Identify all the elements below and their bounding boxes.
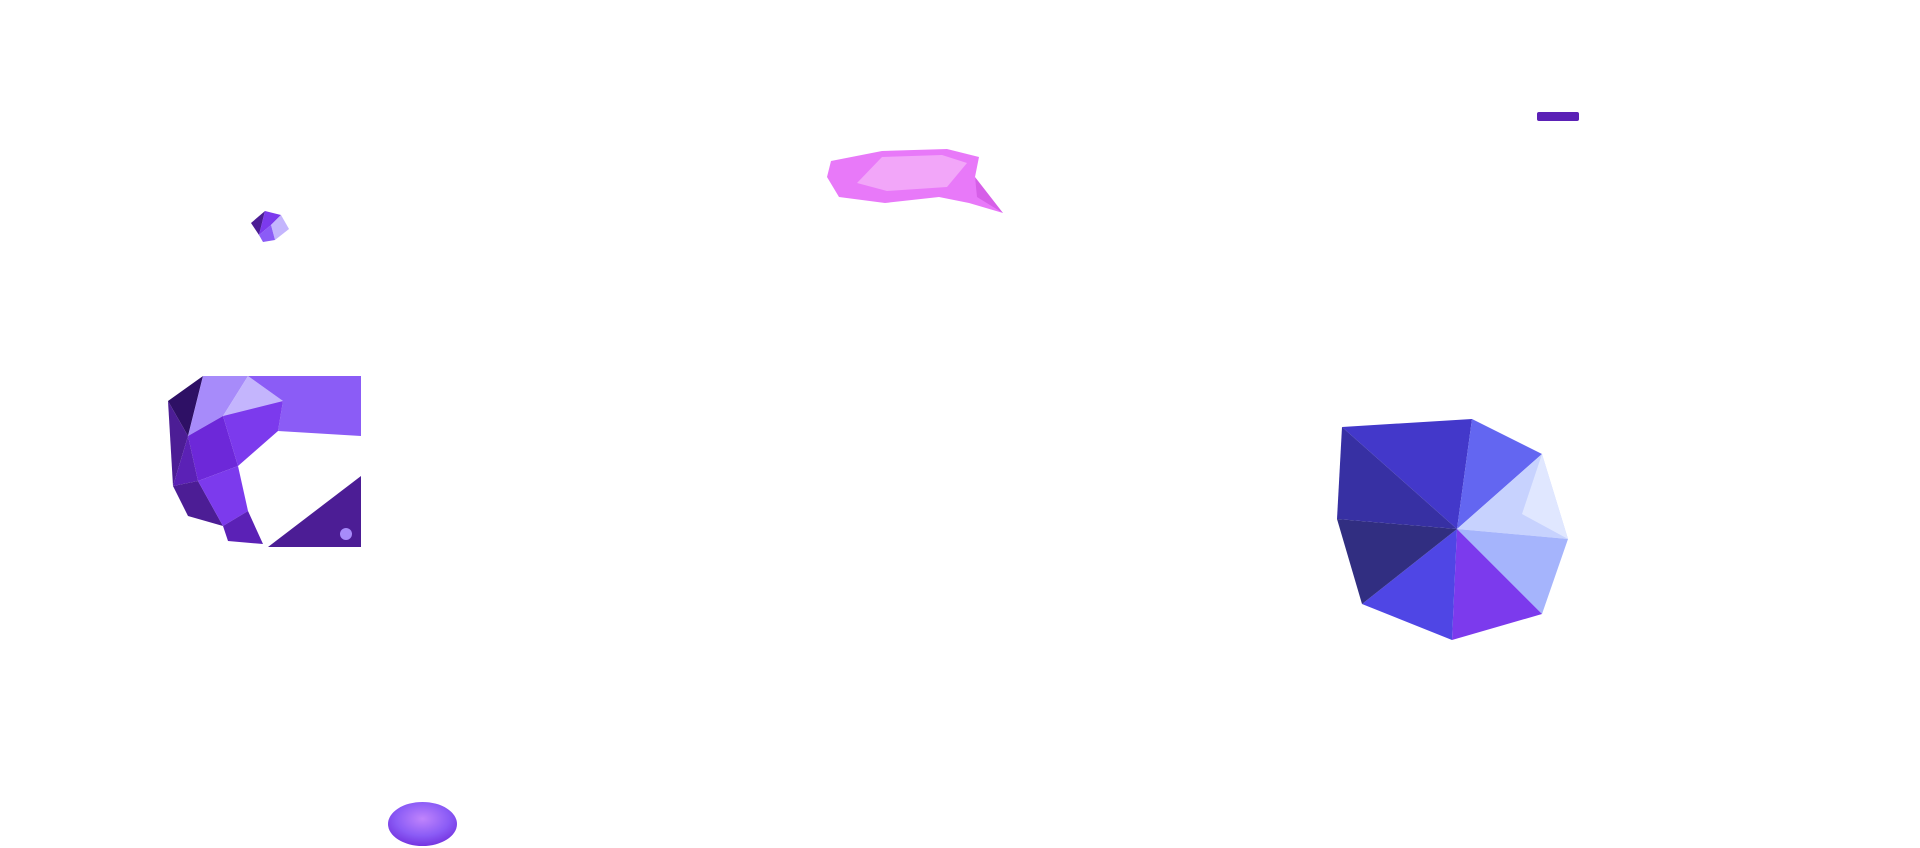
gem-corner-triangle (268, 476, 361, 547)
gem-facet (173, 481, 223, 526)
gem-facet (259, 225, 275, 242)
gem-facet (188, 376, 248, 436)
gem-facet (173, 436, 198, 486)
poly-facet (1342, 419, 1472, 529)
orb-ellipse (388, 802, 457, 846)
gem-facet (223, 376, 283, 416)
splash-tail-shade (975, 177, 1003, 213)
gem-dot (340, 528, 352, 540)
dash-rect (1537, 112, 1579, 121)
gem-flat-panel (248, 376, 361, 436)
gem-facet (188, 416, 238, 481)
gem-facet (251, 211, 265, 235)
poly-facet (1337, 427, 1457, 529)
right-polyhedron-illustration (1337, 419, 1568, 640)
gem-facet (223, 511, 263, 544)
gem-facet (168, 401, 188, 486)
pink-splash-shape (827, 147, 1003, 219)
gem-facet (168, 376, 203, 436)
bottom-orb-shape (388, 802, 457, 846)
gem-facet (271, 215, 289, 240)
gem-facet (223, 401, 283, 466)
poly-highlight-facet (1522, 454, 1568, 539)
poly-facet (1457, 419, 1542, 529)
small-gem-icon (251, 211, 289, 242)
poly-facet (1457, 529, 1568, 614)
gem-facet (259, 211, 281, 235)
splash-highlight (857, 155, 967, 191)
poly-facet (1452, 529, 1542, 640)
left-gem-illustration (168, 376, 361, 547)
gem-facet (198, 466, 248, 526)
dash-decoration (1537, 112, 1579, 121)
poly-facet (1362, 529, 1457, 640)
poly-facet (1337, 519, 1457, 604)
